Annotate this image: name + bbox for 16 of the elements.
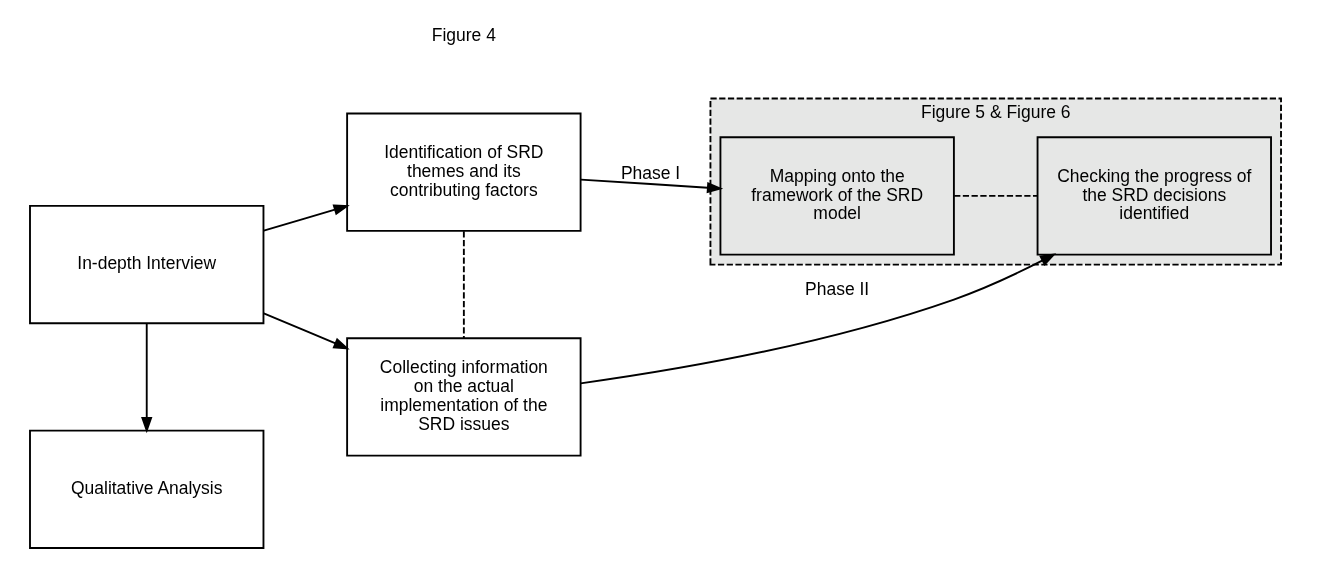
node-box: Checking the progress of the SRD decisions identified — [1036, 136, 1272, 256]
connector — [462, 230, 465, 340]
edge-label: Phase I — [620, 162, 681, 183]
edge-label: Phase II — [805, 278, 870, 299]
node-box: Collecting information on the actual implementation of the SRD issues — [346, 337, 582, 457]
arrow — [262, 204, 350, 232]
node-box: Identification of SRD themes and its contributing factors — [346, 112, 582, 232]
arrow — [141, 322, 153, 434]
arrow — [262, 312, 350, 350]
label: Figure 4 — [431, 24, 496, 45]
node-box: Qualitative Analysis — [29, 429, 265, 549]
node-box: In-depth Interview — [29, 204, 265, 325]
connector — [953, 194, 1039, 197]
node-box: Mapping onto the framework of the SRD model — [719, 136, 955, 256]
arrow — [579, 178, 724, 194]
arrow — [579, 253, 1057, 385]
